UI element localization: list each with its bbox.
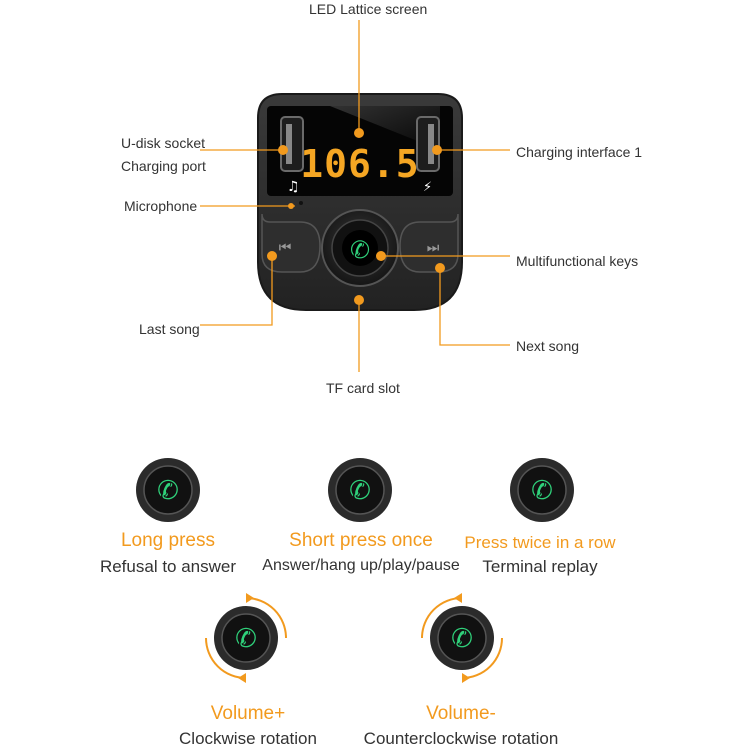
knob-volume-down: ✆ [421,593,503,683]
label-tf-card-slot: TF card slot [326,380,400,396]
function-title-short-press: Short press once [289,530,433,551]
arrow-icon [454,593,462,603]
function-desc-volume-up: Clockwise rotation [179,729,317,748]
phone-icon: ✆ [157,476,179,506]
phone-icon: ✆ [235,624,257,654]
arrow-icon [462,673,470,683]
knob-long-press: ✆ [136,458,200,522]
phone-icon: ✆ [531,476,553,506]
frequency-display: 106.5 [300,142,419,186]
label-charging-interface: Charging interface 1 [516,144,643,160]
charging-usb-port [416,116,440,172]
lightning-icon: ⚡ [423,180,432,195]
next-song-button[interactable] [399,213,459,273]
label-multifunctional-keys: Multifunctional keys [516,253,639,269]
music-note-icon: ♫ [287,179,300,195]
phone-icon: ✆ [349,476,371,506]
knob-volume-up: ✆ [205,593,287,683]
udisk-usb-port [280,116,304,172]
arrow-icon [238,673,246,683]
label-last-song: Last song [139,321,200,337]
function-title-volume-up: Volume+ [210,703,286,724]
previous-track-icon: ⏮ [279,240,292,256]
function-title-volume-down: Volume- [426,703,496,724]
arrow-icon [246,593,254,603]
phone-icon: ✆ [451,624,473,654]
label-next-song: Next song [516,338,580,354]
device-diagram: ♫ ⚡ 106.5 ⏮ ⏭ ✆ [200,20,510,372]
microphone-hole [299,201,303,205]
phone-icon: ✆ [350,236,370,264]
function-desc-long-press: Refusal to answer [99,557,237,576]
knob-short-press: ✆ [328,458,392,522]
knob-press-twice: ✆ [510,458,574,522]
label-charging-port: Charging port [121,158,206,174]
next-track-icon: ⏭ [427,240,440,256]
function-title-press-twice: Press twice in a row [464,533,616,552]
function-desc-volume-down: Counterclockwise rotation [363,729,559,748]
label-led-screen: LED Lattice screen [309,1,428,17]
function-title-long-press: Long press [120,530,215,551]
label-udisk-socket: U-disk socket [121,135,206,151]
label-microphone: Microphone [124,198,198,214]
function-desc-short-press: Answer/hang up/play/pause [262,557,460,574]
function-desc-press-twice: Terminal replay [482,557,598,576]
